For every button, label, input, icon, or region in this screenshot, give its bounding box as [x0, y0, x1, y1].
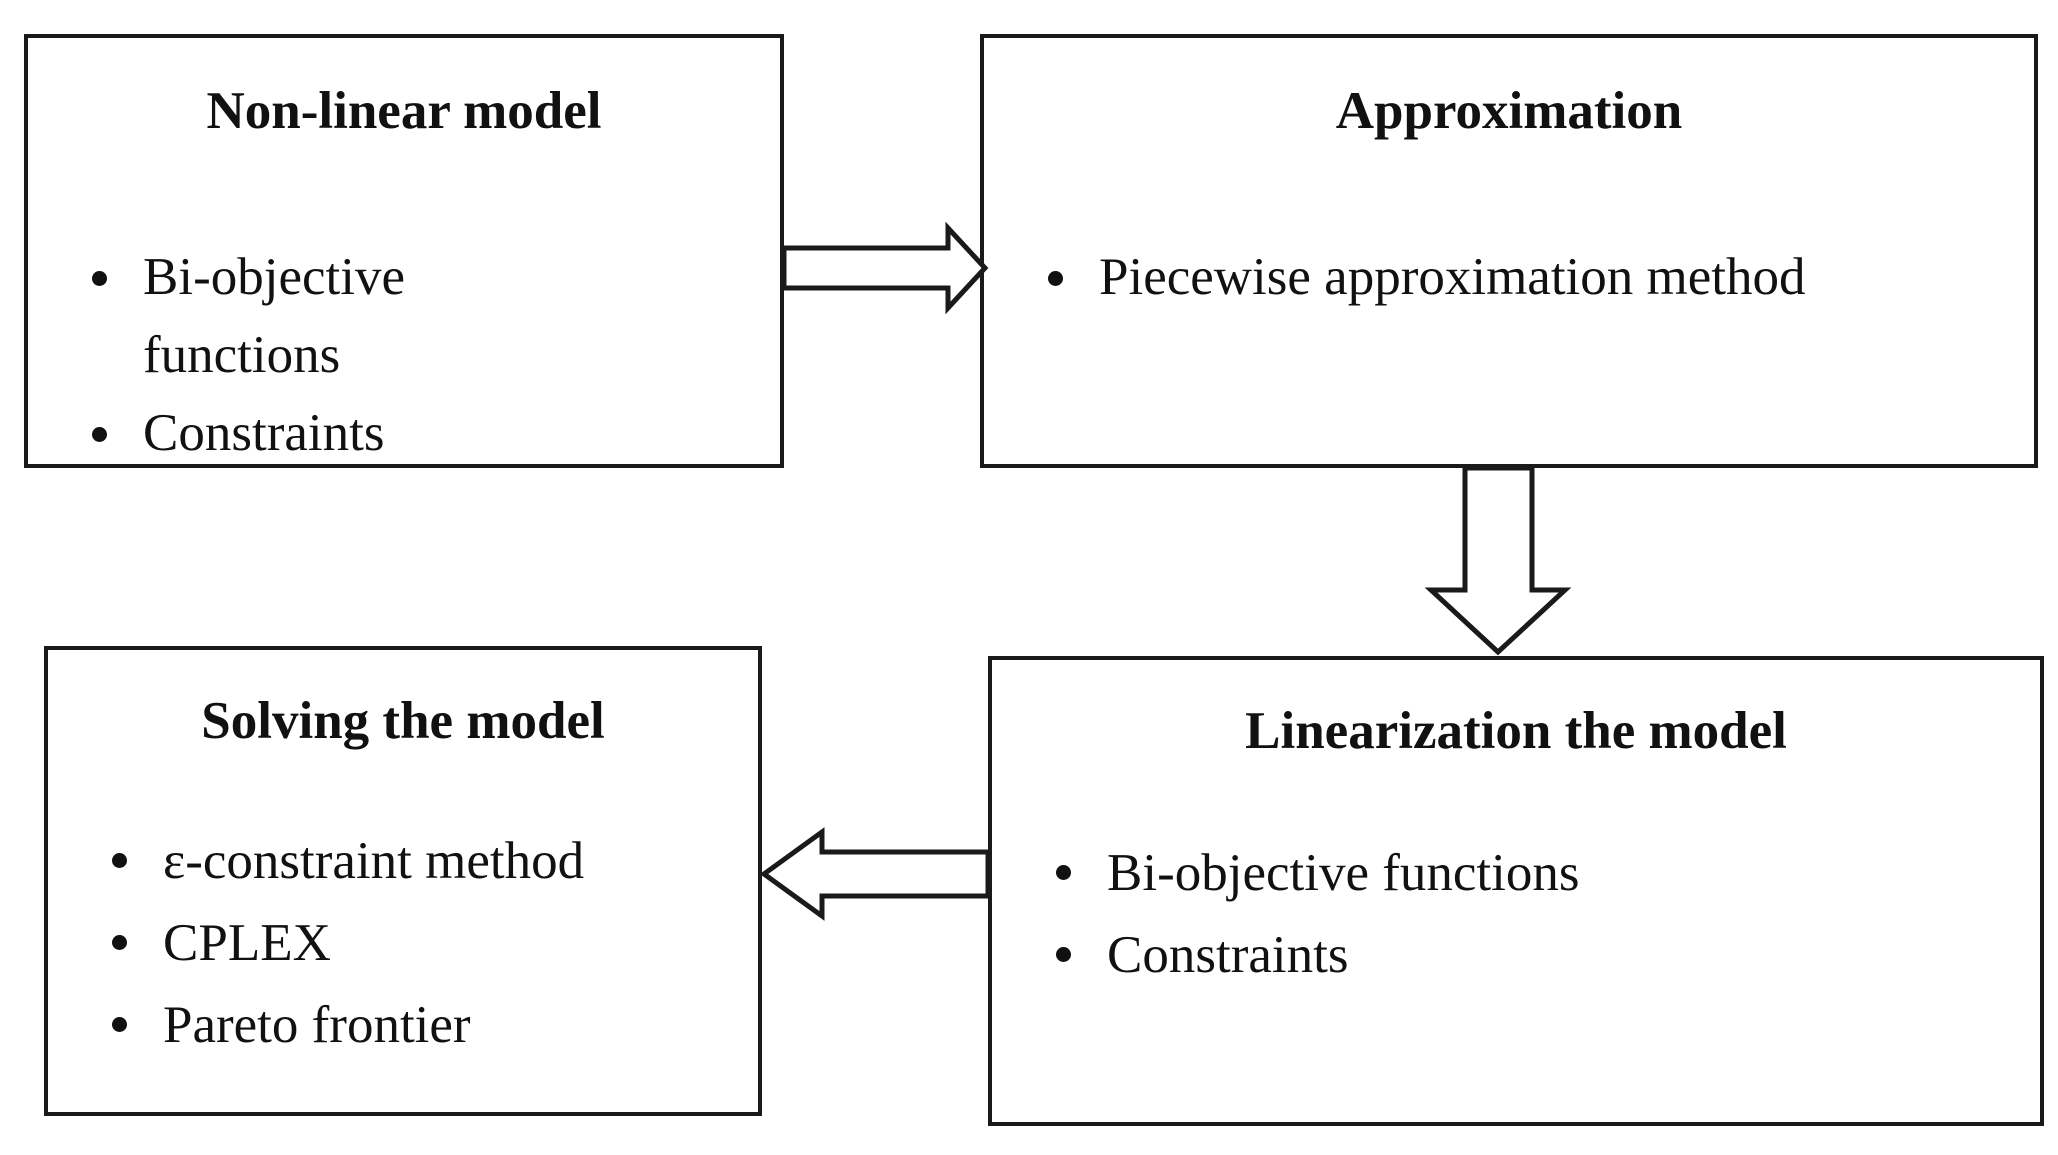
list-item: Bi-objective functions [1052, 832, 2012, 914]
box-title: Non-linear model [206, 82, 602, 140]
list-item: Pareto frontier [108, 984, 748, 1066]
box-title: Solving the model [201, 692, 605, 750]
list-item: Constraints [88, 394, 608, 472]
box-title: Linearization the model [1245, 702, 1787, 760]
box-nonlinear-model: Non-linear model Bi-objective functions … [24, 34, 784, 468]
arrow-down [1424, 465, 1572, 656]
box-approximation: Approximation Piecewise approximation me… [980, 34, 2038, 468]
item-list: ε-constraint method CPLEX Pareto frontie… [108, 820, 748, 1066]
item-list: Bi-objective functions Constraints [1052, 832, 2012, 996]
item-list: Piecewise approximation method [1044, 238, 2004, 316]
list-item: Constraints [1052, 914, 2012, 996]
item-list: Bi-objective functions Constraints [88, 238, 608, 472]
list-item: ε-constraint method [108, 820, 748, 902]
box-linearization-model: Linearization the model Bi-objective fun… [988, 656, 2044, 1126]
arrow-right [781, 221, 989, 315]
list-item: Bi-objective functions [88, 238, 608, 394]
box-solving-model: Solving the model ε-constraint method CP… [44, 646, 762, 1116]
list-item: Piecewise approximation method [1044, 238, 2004, 316]
box-title: Approximation [1335, 82, 1683, 140]
arrow-left [759, 827, 991, 921]
list-item: CPLEX [108, 902, 748, 984]
